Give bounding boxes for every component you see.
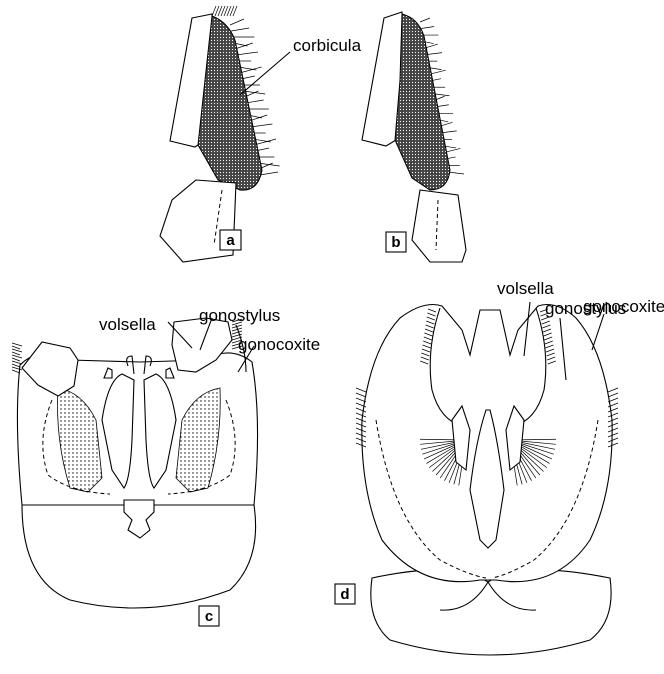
gonocoxite-label-d: gonocoxite bbox=[583, 297, 664, 316]
sternite-d bbox=[371, 570, 611, 655]
volsella-label-d: volsella bbox=[497, 279, 554, 298]
gonocoxite-label-c: gonocoxite bbox=[238, 335, 320, 354]
panel-d-genitalia: volsella gonostylus gonocoxite d bbox=[335, 279, 664, 655]
panel-b-label: b bbox=[391, 234, 400, 251]
panel-a-hind-leg: corbicula a bbox=[160, 6, 362, 262]
volsella-label-c: volsella bbox=[99, 315, 156, 334]
panel-d-label: d bbox=[340, 586, 349, 603]
corbicula-label: corbicula bbox=[293, 36, 362, 55]
gonostylus-label-c: gonostylus bbox=[199, 306, 280, 325]
panel-c-label: c bbox=[205, 608, 213, 625]
panel-b-hind-leg: b bbox=[362, 12, 466, 262]
panel-c-genitalia: volsella gonostylus gonocoxite c bbox=[12, 306, 320, 626]
tibia-b bbox=[395, 14, 450, 190]
panel-a-label: a bbox=[226, 232, 235, 249]
